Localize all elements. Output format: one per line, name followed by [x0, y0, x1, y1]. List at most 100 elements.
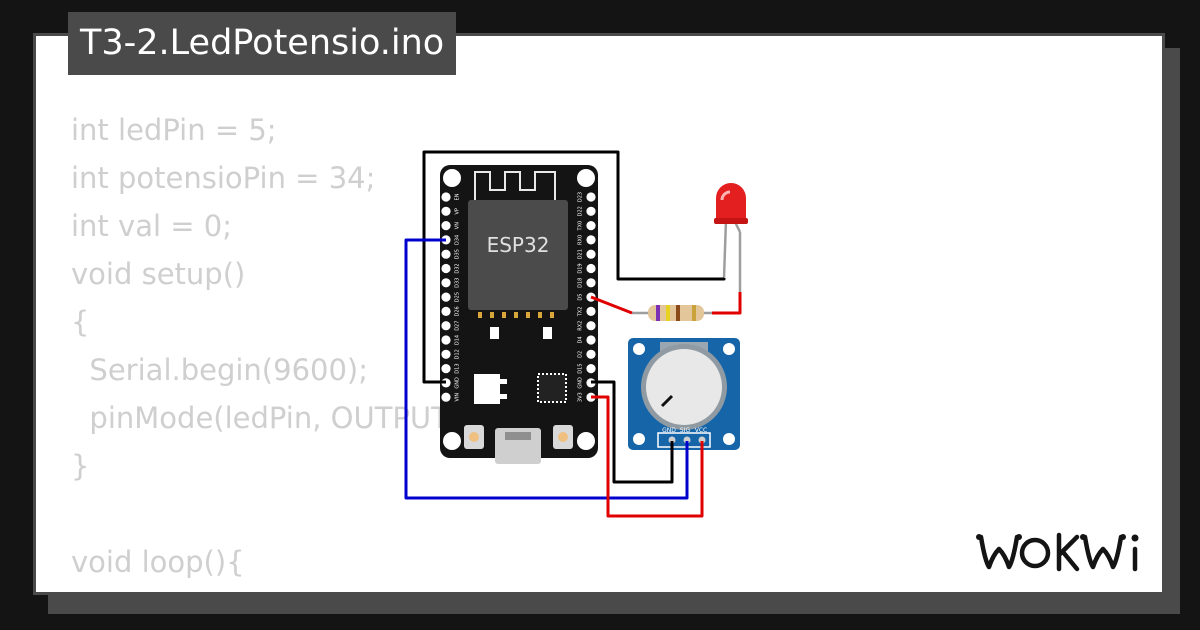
pin-label: D26 — [455, 306, 461, 316]
pin-hole[interactable] — [586, 335, 596, 345]
mount-hole — [723, 433, 735, 445]
pin-label: GND — [578, 377, 584, 389]
pin-label: D5 — [578, 294, 584, 301]
mount-hole — [633, 343, 645, 355]
pot-pin-label: SIG — [680, 427, 691, 434]
pin-label: RX2 — [578, 321, 584, 331]
pot-indicator — [660, 394, 674, 408]
pin-label: D15 — [578, 363, 584, 373]
pin-label: D22 — [578, 206, 584, 216]
wokwi-logo[interactable] — [975, 525, 1150, 577]
pin-hole[interactable] — [586, 235, 596, 245]
code-line: } — [71, 449, 90, 483]
pin-hole[interactable] — [586, 206, 596, 216]
smd-component — [490, 327, 499, 339]
code-line: void setup() — [71, 257, 246, 291]
code-line: void loop(){ — [71, 545, 245, 579]
pin-hole[interactable] — [441, 392, 451, 402]
pin-hole[interactable] — [441, 221, 451, 231]
pin-label: GND — [455, 377, 461, 389]
pin-label: VP — [455, 208, 461, 214]
pin-hole[interactable] — [441, 292, 451, 302]
mount-hole — [723, 343, 735, 355]
pin-hole[interactable] — [586, 192, 596, 202]
pin-hole[interactable] — [441, 278, 451, 288]
usb-uart-chip — [537, 373, 567, 403]
pin-hole[interactable] — [586, 306, 596, 316]
pin-label: TX2 — [578, 307, 584, 318]
pin-label: D27 — [455, 321, 461, 331]
pot-pin-vcc — [698, 436, 706, 444]
pin-label: D21 — [578, 249, 584, 259]
pin-hole[interactable] — [441, 364, 451, 374]
code-line: { — [71, 305, 90, 339]
mount-hole — [443, 432, 461, 450]
potentiometer-module[interactable]: GND SIG VCC — [628, 338, 740, 450]
pin-hole[interactable] — [441, 306, 451, 316]
pin-hole[interactable] — [586, 278, 596, 288]
mount-hole — [577, 169, 595, 187]
pin-hole[interactable] — [441, 206, 451, 216]
pin-hole[interactable] — [586, 321, 596, 331]
pin-hole[interactable] — [586, 349, 596, 359]
pot-pin-sig — [683, 436, 691, 444]
pin-label: D23 — [578, 192, 584, 202]
pin-hole[interactable] — [441, 335, 451, 345]
pin-label: D19 — [578, 263, 584, 273]
pin-label: EN — [455, 193, 461, 200]
pin-label: RX0 — [578, 235, 584, 245]
pin-label: D18 — [578, 278, 584, 288]
pin-label: 3V3 — [578, 392, 584, 402]
wire-d34-signal — [404, 238, 689, 500]
mount-hole — [577, 432, 595, 450]
pin-label: D2 — [578, 351, 584, 358]
pin-label: D12 — [455, 349, 461, 359]
esp32-board[interactable]: ESP32 ENVPVND34D35D32D33D25D26D27D14D12D… — [440, 165, 598, 464]
project-title: T3-2.LedPotensio.ino — [68, 12, 457, 75]
wires — [404, 150, 742, 518]
antenna-trace — [474, 171, 556, 200]
pin-hole[interactable] — [441, 249, 451, 259]
pin-hole[interactable] — [586, 221, 596, 231]
code-line: int ledPin = 5; — [71, 113, 277, 147]
pin-hole[interactable] — [441, 192, 451, 202]
pin-hole[interactable] — [441, 263, 451, 274]
wire-d5-resistor — [590, 295, 633, 315]
pot-pin-gnd — [668, 436, 676, 444]
pin-label: VN — [455, 222, 461, 229]
project-card[interactable]: int ledPin = 5; int potensioPin = 34; int … — [33, 33, 1165, 595]
pot-pin-label: GND — [662, 427, 676, 434]
pin-hole[interactable] — [586, 364, 596, 374]
led[interactable] — [714, 183, 748, 292]
mount-hole — [443, 169, 461, 187]
pin-label: TX0 — [578, 221, 584, 232]
pin-label: D14 — [455, 335, 461, 345]
pin-label: D25 — [455, 292, 461, 302]
pin-label: D4 — [578, 336, 584, 343]
pot-knob[interactable] — [646, 349, 722, 425]
pin-label: D33 — [455, 278, 461, 288]
pin-hole[interactable] — [586, 249, 596, 259]
code-line: int val = 0; — [71, 209, 232, 243]
pin-label: D32 — [455, 263, 461, 273]
wire-gnd-led — [422, 150, 726, 384]
pin-label: VIN — [455, 393, 461, 402]
code-line: Serial.begin(9600); — [71, 353, 369, 387]
pin-label: D35 — [455, 249, 461, 259]
pin-hole[interactable] — [441, 321, 451, 331]
code-line: int potensioPin = 34; — [71, 161, 376, 195]
module-pads — [478, 312, 554, 318]
esp32-chip-label: ESP32 — [487, 233, 550, 257]
smd-component — [543, 327, 552, 339]
pin-label: D34 — [455, 235, 461, 245]
voltage-regulator — [474, 374, 500, 404]
wire-gnd-pot — [591, 380, 674, 484]
pin-hole[interactable] — [586, 263, 596, 274]
pin-label: D13 — [455, 363, 461, 373]
mount-hole — [633, 433, 645, 445]
pin-hole[interactable] — [441, 349, 451, 359]
code-preview: int ledPin = 5; int potensioPin = 34; int … — [71, 106, 547, 592]
esp32-module-shield — [468, 200, 568, 310]
resistor[interactable] — [632, 305, 712, 321]
